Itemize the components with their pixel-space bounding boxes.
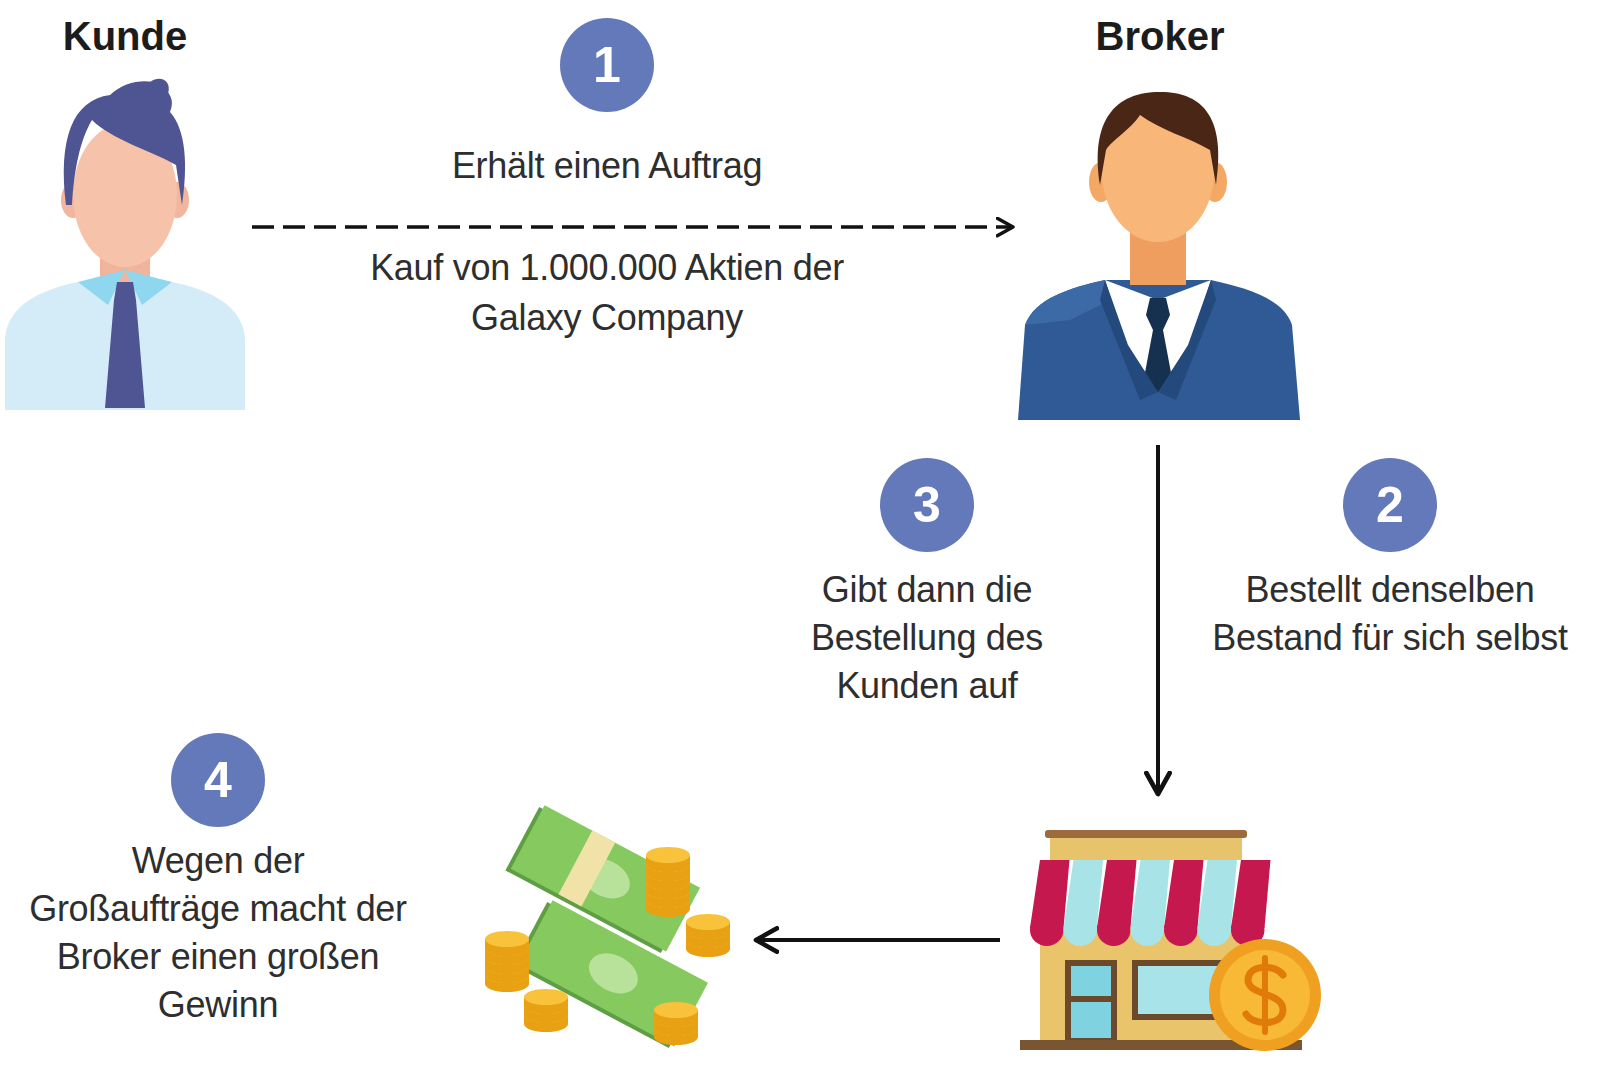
callout-step: 1Erhält einen Auftrag bbox=[347, 18, 867, 190]
callout-number: 1 bbox=[593, 40, 621, 90]
flow-arrow bbox=[756, 938, 1000, 942]
step-description: Bestellt denselben Bestand für sich selb… bbox=[1210, 566, 1570, 662]
customer-figure bbox=[0, 5, 250, 410]
step-description: Erhält einen Auftrag bbox=[347, 142, 867, 190]
person-heading: Broker bbox=[1015, 13, 1305, 59]
customer-node: Kunde bbox=[0, 5, 250, 410]
callout-number: 3 bbox=[913, 480, 941, 530]
flow-arrow bbox=[1156, 445, 1160, 794]
callout-step: 2Bestellt denselben Bestand für sich sel… bbox=[1210, 458, 1570, 662]
callout-step: 3Gibt dann die Bestellung des Kunden auf bbox=[782, 458, 1072, 710]
broker-node: Broker bbox=[1015, 5, 1305, 420]
callout-circle: 2 bbox=[1343, 458, 1437, 552]
money-icon bbox=[485, 803, 730, 1050]
shop-icon bbox=[1020, 830, 1321, 1051]
step-description: Gibt dann die Bestellung des Kunden auf bbox=[782, 566, 1072, 710]
callout-circle: 1 bbox=[560, 18, 654, 112]
broker-figure bbox=[1015, 5, 1305, 420]
person-heading: Kunde bbox=[0, 13, 250, 59]
edge-label: Kauf von 1.000.000 Aktien der Galaxy Com… bbox=[327, 243, 887, 343]
callout-number: 2 bbox=[1376, 480, 1404, 530]
callout-number: 4 bbox=[204, 755, 232, 805]
step-description: Wegen der Großaufträge macht der Broker … bbox=[23, 837, 413, 1029]
dashed-arrow bbox=[252, 225, 1013, 229]
callout-step: 4Wegen der Großaufträge macht der Broker… bbox=[23, 733, 413, 1029]
callout-circle: 4 bbox=[171, 733, 265, 827]
callout-circle: 3 bbox=[880, 458, 974, 552]
